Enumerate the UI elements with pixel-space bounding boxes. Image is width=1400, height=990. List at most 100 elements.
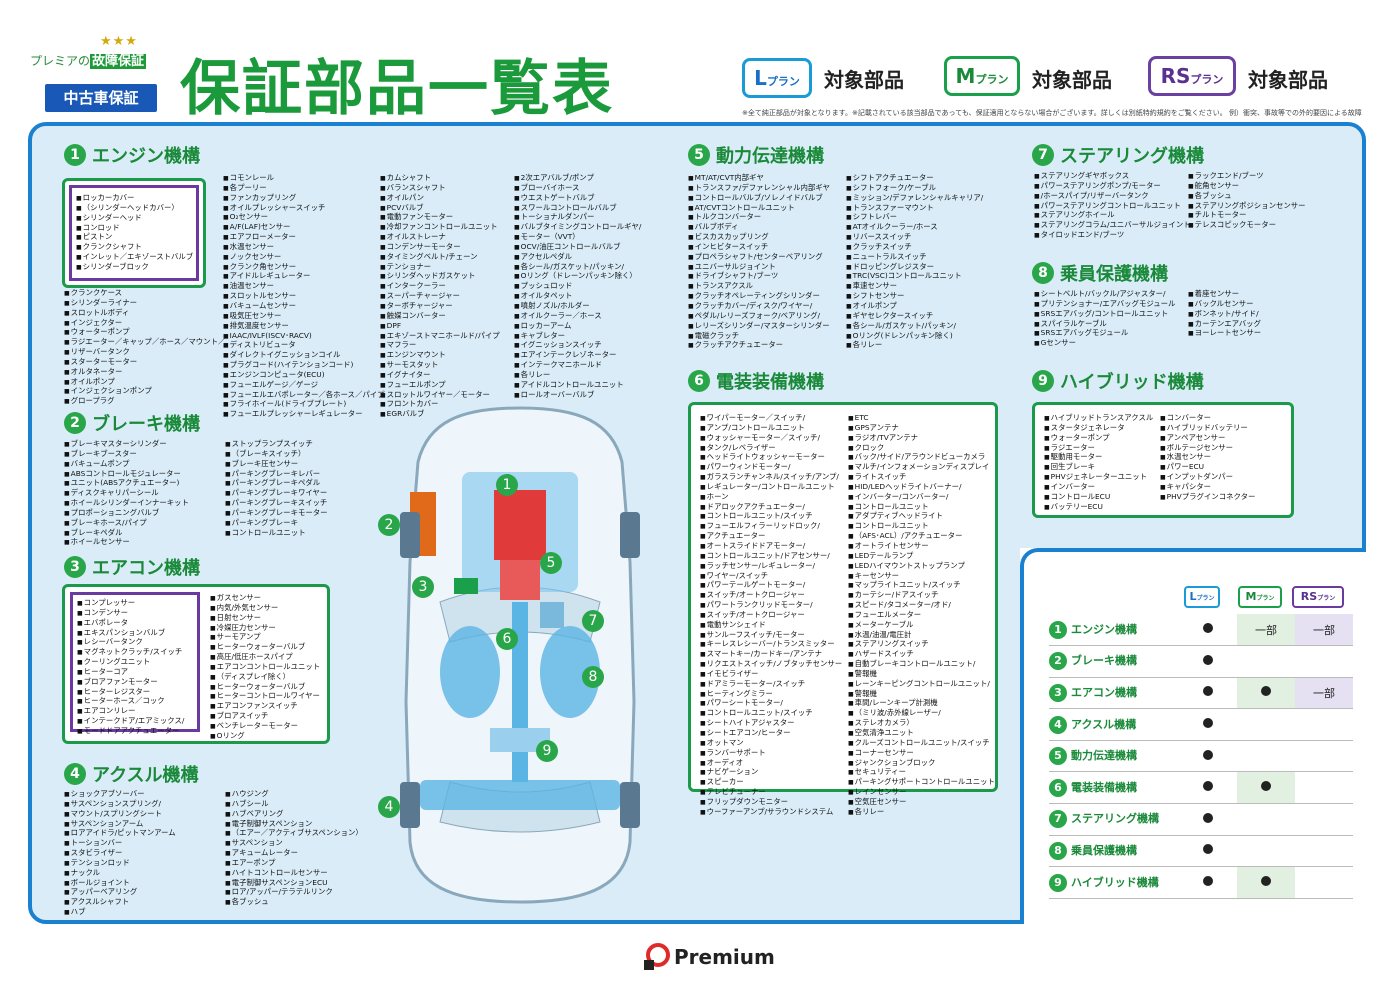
list-item: PHVプラグインコネクター <box>1160 492 1256 503</box>
list-item: ウォッシャーモーター／スイッチ/ <box>700 433 842 444</box>
list-item: LEDハイマウントストップランプ <box>848 561 995 572</box>
list-item: SRSエアバッグ/コントロールユニット <box>1034 309 1175 320</box>
list-item: ヒーティングミラー <box>700 689 842 700</box>
list-item: プッシュロッド <box>514 281 641 292</box>
list-item: ブレーキホース/パイプ <box>64 518 189 529</box>
list-item: 車間/レーンキープ計測機 <box>848 699 995 709</box>
list-item: アンプ/コントロールユニット <box>700 423 842 434</box>
list-item: コントロールユニット <box>225 528 328 539</box>
list-item: インテークドア/エアミックス/ <box>77 716 193 727</box>
list-item: ダイレクトイグニッションコイル <box>223 350 385 361</box>
section-6-col-b: ETCGPSアンテナラジオ/TVアンテナクロックバック/サイド/アラウンドビュー… <box>848 413 995 818</box>
list-item: ニュートラルスイッチ <box>846 252 983 263</box>
list-item: 空気圧センサー <box>848 797 995 808</box>
list-item: 回生ブレーキ <box>1044 462 1153 473</box>
section-1-col-c: カムシャフトバランスシャフトオイルパンPCVバルブ電動ファンモーター冷却ファンコ… <box>380 173 500 420</box>
list-item: ハウジング <box>225 789 363 800</box>
list-item: ロッカーアーム <box>514 321 641 332</box>
list-item: オイルポンプ <box>846 301 983 312</box>
list-item: シートハイトアジャスター <box>700 718 842 729</box>
list-item: シフトセンサー <box>846 291 983 302</box>
car-marker-4: 4 <box>378 796 406 818</box>
list-item: モードドアアクチュエーター <box>77 726 193 737</box>
table-cell-l <box>1179 803 1237 836</box>
list-item: 水温/油温/電圧計 <box>848 630 995 641</box>
list-item: インジェクションポンプ <box>64 387 225 397</box>
section-1-col-d: 2次エアバルブ/ポンプブローバイホースウエストゲートバルブスワールコントロールバ… <box>514 173 642 401</box>
list-item: スマートキー/カードキー/アンテナ <box>700 649 842 660</box>
list-item: エアコンファンスイッチ <box>210 701 320 712</box>
list-item: シリンダーライナー <box>64 298 225 309</box>
brand-fix: 故障保証 <box>90 54 147 69</box>
list-item: ブレーキマスターシリンダー <box>64 439 189 450</box>
list-item: ミッション/デファレンシャルキャリア/ <box>846 193 984 204</box>
list-item: トーショナルダンパー <box>514 213 641 223</box>
list-item: トーションバー <box>64 838 176 849</box>
plan-rs-badge: RSプラン <box>1148 56 1236 96</box>
section-5-col-a: MT/AT/CVT内部ギヤトランスファ/デファレンシャル内部ギヤコントロールバル… <box>688 173 830 351</box>
section-3-col-b: ガスセンサー内気/外気センサー日射センサー冷媒圧力センサーサーモアンプヒーターウ… <box>210 593 320 742</box>
list-item: トランスファ/デファレンシャル内部ギヤ <box>688 183 830 194</box>
list-item: コントロールバルブ/ソレノイドバルブ <box>688 193 830 204</box>
list-item: ロールオーバーバルブ <box>514 390 641 401</box>
list-item: レリーズシリンダー/マスターシリンダー <box>688 321 830 332</box>
list-item: 内気/外気センサー <box>210 603 320 614</box>
list-item: ステアリングギヤボックス <box>1034 171 1191 182</box>
section-7-col-b: ラックエンド/ブーツ舵角センサー各ブッシュステアリングポジションセンサーチルトモ… <box>1188 171 1306 231</box>
list-item: オイルクーラー／ホース <box>514 311 641 322</box>
table-cell-rs: 一部 <box>1295 614 1353 647</box>
transmission <box>500 560 540 600</box>
list-item: HID/LEDヘッドライトバーナー/ <box>848 482 995 493</box>
list-item: スーパーチャージャー <box>380 291 500 302</box>
list-item: プリテンショナー/エアバッグモジュール <box>1034 299 1176 310</box>
list-item: ステレオカメラ） <box>848 718 995 729</box>
table-cell-l <box>1179 835 1237 868</box>
list-item: ハブシール <box>225 799 363 810</box>
list-item: ブローバイホース <box>514 183 641 194</box>
list-item: パーキングブレーキモーター <box>225 508 328 519</box>
list-item: 各プーリー <box>223 183 385 194</box>
plan-l-badge: Lプラン <box>742 58 812 98</box>
list-item: バルブボディ <box>688 222 830 233</box>
coverage-dot <box>1203 654 1213 665</box>
list-item: パワーウィンドモーター/ <box>700 462 842 473</box>
list-item: （エアー／アクティブサスペンション） <box>225 829 363 839</box>
list-item: コーナーセンサー <box>848 748 995 759</box>
stars: ★★★ <box>100 34 138 49</box>
section-1-box: ロッカーカバー（シリンダーヘッドカバー）シリンダーヘッドコンロッドピストンクラン… <box>62 178 206 288</box>
list-item: ラジオ/TVアンテナ <box>848 433 995 444</box>
list-item: アクセルペダル <box>514 252 641 263</box>
list-item: インテークマニホールド <box>514 360 641 371</box>
list-item: インバーター <box>1044 482 1153 493</box>
list-item: バキュームセンサー <box>223 301 385 312</box>
list-item: パーキングブレーキスイッチ <box>225 498 328 509</box>
list-item: フリップダウンモニター <box>700 797 842 808</box>
list-item: パワーECU <box>1160 462 1255 473</box>
list-item: オーディオ <box>700 758 842 769</box>
coverage-dot <box>1203 623 1213 634</box>
car-marker-7: 7 <box>582 610 610 632</box>
list-item: カーテシー/ドアスイッチ <box>848 590 995 601</box>
list-item: コントロールユニット/スイッチ <box>700 512 842 522</box>
list-item: 吸気圧センサー <box>223 311 385 322</box>
coverage-partial: 一部 <box>1313 623 1335 637</box>
list-item: スワールコントロールバルブ <box>514 203 641 214</box>
list-item: ペダル/レリーズフォーク/ベアリング/ <box>688 311 830 322</box>
list-item: レーンキーピングコントロールユニット/ <box>848 679 995 690</box>
list-item: 噴射ノズル/ホルダー <box>514 301 641 312</box>
brand-label: プレミアの故障保証 <box>30 50 147 69</box>
list-item: シリンダーブロック <box>76 262 192 273</box>
list-item: オートスライドドアモーター/ <box>700 541 842 552</box>
list-item: パーキングブレーキ <box>225 518 328 529</box>
list-item: クラッチカバー/ディスク/ワイヤー/ <box>688 301 830 312</box>
section-5-col-b: シフトアクチュエーターシフトフォーク/ケーブルミッション/デファレンシャルキャリ… <box>846 173 984 351</box>
list-item: 電動ファンモーター <box>380 213 500 223</box>
list-item: インプットダンパー <box>1160 472 1255 483</box>
list-item: セキュリティー <box>848 768 995 778</box>
